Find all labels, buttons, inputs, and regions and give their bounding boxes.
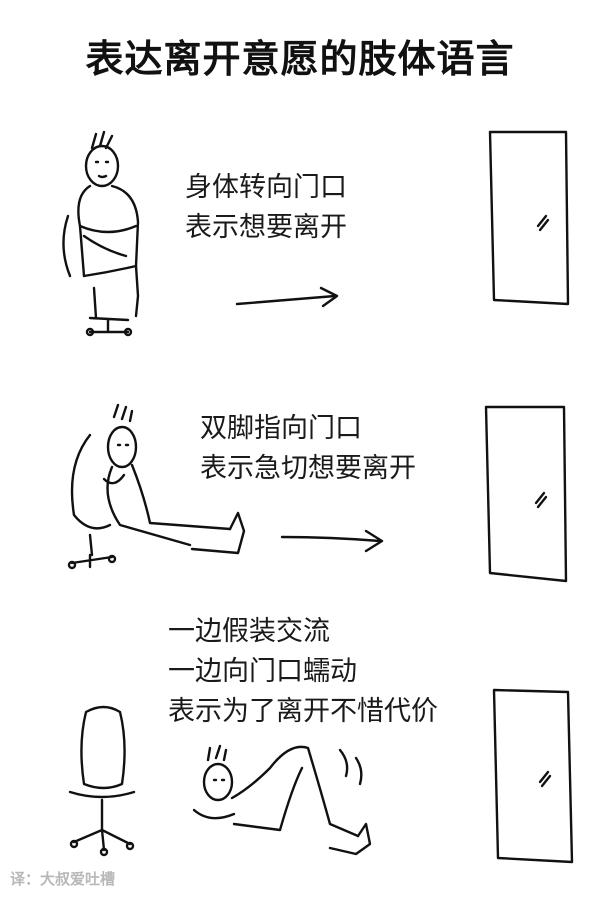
arrow-right-icon bbox=[235, 286, 339, 308]
panel-turn-body: 身体转向门口 表示想要离开 bbox=[0, 120, 600, 340]
caption-feet-point: 双脚指向门口 表示急切想要离开 bbox=[200, 409, 416, 489]
person-seated-icon bbox=[62, 130, 140, 337]
door-icon bbox=[484, 405, 568, 583]
caption-line: 双脚指向门口 bbox=[200, 413, 362, 444]
door-icon bbox=[492, 688, 574, 864]
door-icon bbox=[488, 130, 570, 306]
arrow-right-icon bbox=[280, 529, 384, 553]
caption-crawl-away: 一边假装交流 一边向门口蠕动 表示为了离开不惜代价 bbox=[168, 612, 438, 732]
panel-feet-point: 双脚指向门口 表示急切想要离开 bbox=[0, 395, 600, 595]
caption-line: 一边向门口蠕动 bbox=[168, 656, 357, 687]
caption-line: 表示为了离开不惜代价 bbox=[168, 696, 438, 727]
caption-line: 身体转向门口 bbox=[185, 172, 347, 203]
caption-line: 表示想要离开 bbox=[185, 212, 347, 243]
person-reclining-icon bbox=[67, 403, 246, 570]
page-title: 表达离开意愿的肢体语言 bbox=[85, 37, 515, 81]
translator-credit: 译：大叔爱吐槽 bbox=[10, 870, 116, 888]
person-crawling-icon bbox=[192, 744, 372, 856]
panel-crawl-away: 一边假装交流 一边向门口蠕动 表示为了离开不惜代价 bbox=[0, 600, 600, 870]
caption-line: 一边假装交流 bbox=[168, 616, 330, 647]
office-chair-icon bbox=[68, 705, 136, 857]
caption-line: 表示急切想要离开 bbox=[200, 453, 416, 484]
caption-turn-body: 身体转向门口 表示想要离开 bbox=[185, 168, 347, 248]
